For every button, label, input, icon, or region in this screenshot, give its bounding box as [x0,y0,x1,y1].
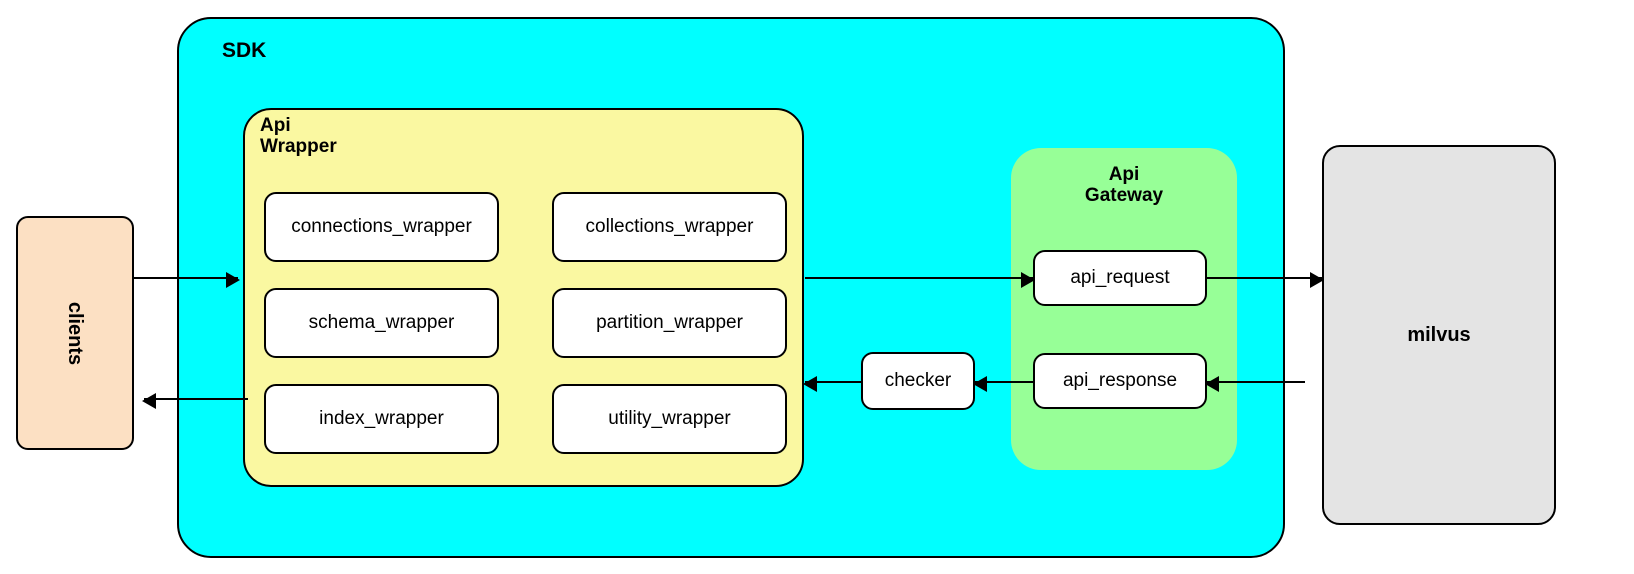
api-request-node[interactable]: api_request [1033,250,1207,306]
api-response-node[interactable]: api_response [1033,353,1207,409]
schema-wrapper-label: schema_wrapper [308,312,455,333]
milvus-node[interactable]: milvus [1322,145,1556,525]
arrow-api-wrapper-to-api-gateway-icon [805,272,1035,288]
arrow-checker-to-api-wrapper-icon [803,376,861,392]
arrow-milvus-to-api-response-icon [1205,376,1305,392]
partition-wrapper-node[interactable]: partition_wrapper [552,288,787,358]
utility-wrapper-label: utility_wrapper [608,408,731,429]
index-wrapper-label: index_wrapper [319,408,444,429]
partition-wrapper-label: partition_wrapper [596,312,743,333]
api-gateway-label: Api Gateway [1084,164,1164,207]
checker-node[interactable]: checker [861,352,975,410]
arrow-sdk-to-clients-icon [142,393,248,409]
api-wrapper-label: Api Wrapper [260,115,337,158]
connections-wrapper-node[interactable]: connections_wrapper [264,192,499,262]
schema-wrapper-node[interactable]: schema_wrapper [264,288,499,358]
utility-wrapper-node[interactable]: utility_wrapper [552,384,787,454]
arrow-clients-to-sdk-icon [134,272,240,288]
connections-wrapper-label: connections_wrapper [291,216,472,237]
arrow-api-response-to-checker-icon [973,376,1033,392]
checker-label: checker [884,370,952,391]
index-wrapper-node[interactable]: index_wrapper [264,384,499,454]
api-request-label: api_request [1070,267,1170,288]
api-gateway-container[interactable] [1011,148,1237,470]
collections-wrapper-label: collections_wrapper [585,216,754,237]
collections-wrapper-node[interactable]: collections_wrapper [552,192,787,262]
arrow-api-gateway-to-milvus-icon [1207,272,1324,288]
sdk-label: SDK [222,39,267,62]
milvus-label: milvus [1407,323,1471,346]
api-response-label: api_response [1062,370,1178,391]
clients-node[interactable]: clients [16,216,134,450]
clients-label: clients [64,301,87,365]
